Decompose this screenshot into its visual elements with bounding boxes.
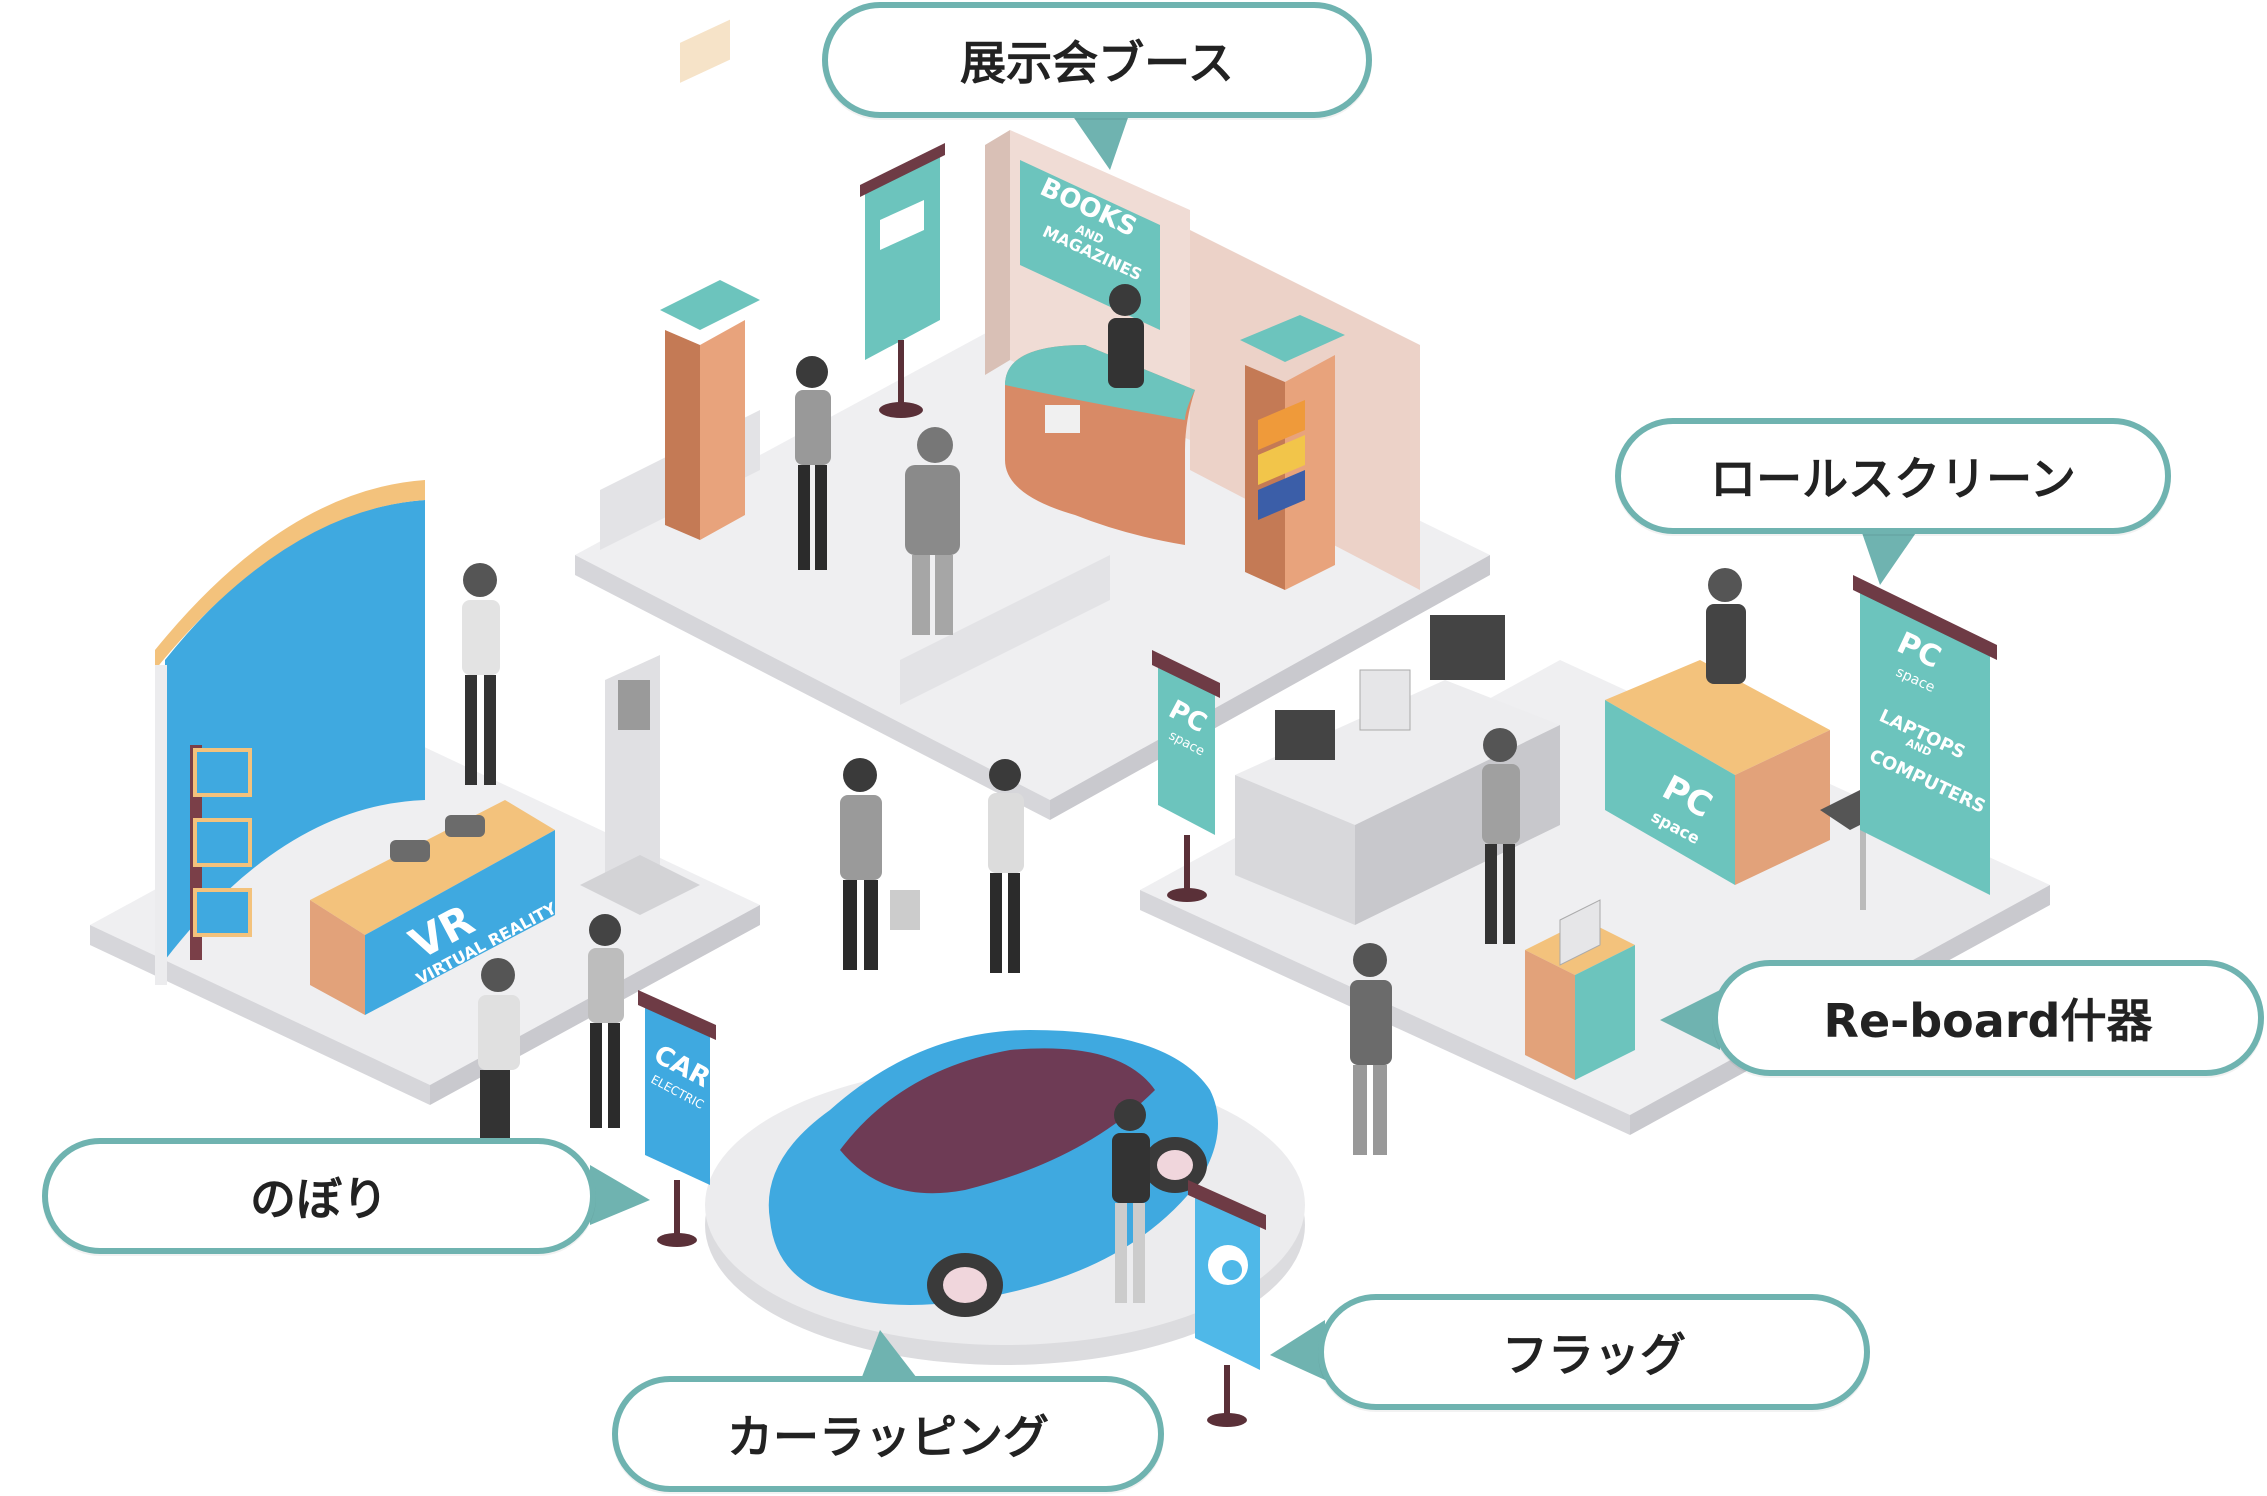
- flag-callout: フラッグ: [1318, 1294, 1870, 1410]
- nobori-label: のぼり: [250, 1172, 388, 1226]
- laptop-stand: [1525, 899, 1635, 1080]
- car-presenter: [1112, 1099, 1150, 1303]
- visitor-backpacker: [905, 427, 960, 635]
- flag-callout-tail: [1270, 1320, 1325, 1380]
- rollscreen-callout-tail: [1860, 527, 1920, 585]
- visitor-woman: [795, 356, 831, 570]
- car-nobori-banner: CAR ELECTRIC: [638, 990, 716, 1247]
- reboard-fixture-callout: Re-board什器: [1712, 960, 2264, 1076]
- pc-visitor: [1482, 728, 1520, 944]
- nobori-callout-tail: [590, 1165, 650, 1225]
- pc-counter: PC space: [1605, 660, 1830, 885]
- electric-car: [768, 1030, 1218, 1317]
- carwrap-callout-tail: [860, 1330, 920, 1382]
- vr-user: [462, 563, 500, 785]
- aisle-visitor-man: [840, 758, 920, 970]
- left-visitors: [478, 914, 624, 1140]
- roll-screen-callout: ロールスクリーン: [1615, 418, 2171, 534]
- pc-roll-screen: PC space LAPTOPS AND COMPUTERS: [1853, 575, 1997, 895]
- exhibition-booth-label: 展示会ブース: [960, 36, 1234, 90]
- reboard-callout-tail: [1660, 990, 1720, 1050]
- nobori-callout: のぼり: [42, 1138, 596, 1254]
- vr-shelf: [190, 745, 252, 960]
- reception-counter: [1005, 345, 1195, 545]
- car-wrapping-label: カーラッピング: [727, 1410, 1049, 1464]
- car-wrapping-callout: カーラッピング: [612, 1376, 1164, 1492]
- booth-staff-woman: [1108, 284, 1144, 388]
- pc-flag-banner: PC space: [1152, 650, 1220, 902]
- kiosk-terminal: [580, 655, 700, 915]
- book-roll-banner: [860, 143, 945, 418]
- pc-backpacker: [1350, 943, 1392, 1155]
- reboard-fixture-label: Re-board什器: [1823, 994, 2153, 1048]
- booth-callout-tail: [1070, 112, 1130, 170]
- flag-label: フラッグ: [1502, 1328, 1686, 1382]
- flag-banner: [1188, 1180, 1266, 1427]
- magazine-rack-right: [1240, 315, 1345, 590]
- roll-screen-label: ロールスクリーン: [1710, 452, 2076, 506]
- aisle-visitor-woman: [988, 759, 1024, 973]
- magazine-rack-left: [660, 19, 760, 540]
- pc-staff: [1706, 568, 1746, 684]
- exhibition-booth-callout: 展示会ブース: [822, 2, 1372, 118]
